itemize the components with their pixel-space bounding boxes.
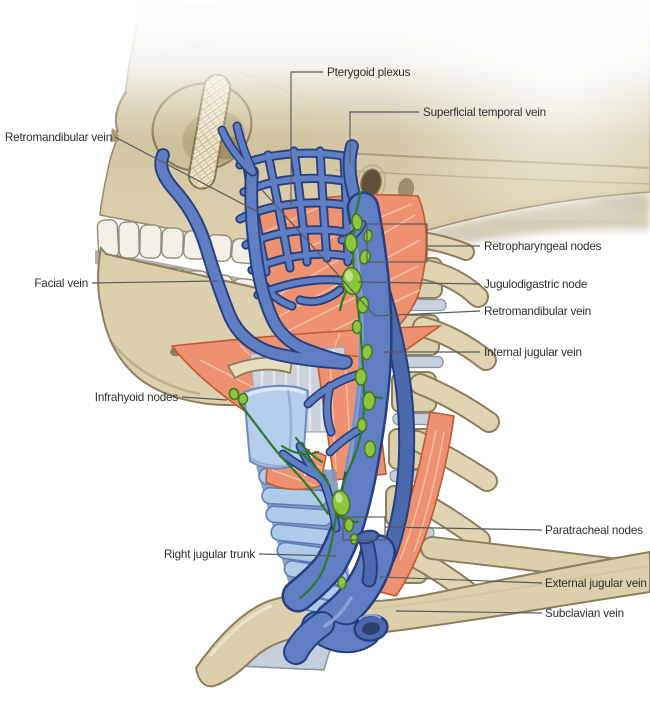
label-facial-vein: Facial vein	[34, 277, 88, 290]
bracket-paratracheal	[342, 516, 386, 541]
bracket-retropharyngeal	[366, 223, 428, 263]
leader-retromandibular-right	[261, 189, 481, 317]
right-fade	[380, 0, 650, 220]
paratracheal-node	[343, 517, 355, 533]
jugular-lymph-chain-vessel	[298, 210, 366, 600]
leader-pterygoid-plexus	[290, 71, 323, 205]
label-internal-jugular-vein: Internal jugular vein	[484, 346, 582, 359]
infrahyoid-node	[228, 387, 240, 401]
veins	[161, 126, 406, 665]
clavicle-highlight	[208, 604, 273, 657]
leader-superficial-temporal	[349, 111, 419, 164]
leader-right-jugular-trunk	[258, 553, 337, 557]
leader-retromandibular-left	[114, 136, 259, 213]
leader-facial-vein	[91, 280, 219, 284]
leader-paratracheal	[384, 526, 543, 531]
infrahyoid-lymph-vessel	[238, 402, 330, 516]
label-right-jugular-trunk: Right jugular trunk	[164, 548, 255, 561]
leader-jugulodigastric	[357, 281, 481, 285]
annotations: Retromandibular vein Pterygoid plexus Su…	[5, 66, 647, 620]
label-paratracheal-nodes: Paratracheal nodes	[545, 524, 643, 537]
label-external-jugular-vein: External jugular vein	[545, 577, 647, 590]
scalene-muscle	[370, 411, 455, 597]
leader-external-jugular	[379, 576, 543, 584]
lymph-node-chain	[228, 213, 377, 590]
label-pterygoid-plexus: Pterygoid plexus	[327, 66, 411, 79]
leader-infrahyoid	[181, 396, 228, 401]
label-subclavian-vein: Subclavian vein	[545, 607, 624, 620]
thyroid-cartilage	[242, 384, 310, 470]
label-retromandibular-vein-right: Retromandibular vein	[484, 305, 591, 318]
leader-subclavian	[395, 610, 543, 614]
subclavian-lumen	[362, 622, 381, 635]
label-infrahyoid-nodes: Infrahyoid nodes	[95, 391, 179, 404]
label-jugulodigastric-node: Jugulodigastric node	[484, 278, 587, 291]
label-superficial-temporal-vein: Superficial temporal vein	[423, 106, 546, 119]
lymphatics	[228, 190, 384, 600]
label-retropharyngeal-nodes: Retropharyngeal nodes	[484, 240, 602, 253]
mandible-shade	[109, 339, 201, 396]
hyoid-bone	[226, 356, 294, 380]
infrahyoid-node	[237, 392, 249, 406]
label-retromandibular-vein-left: Retromandibular vein	[5, 131, 112, 144]
